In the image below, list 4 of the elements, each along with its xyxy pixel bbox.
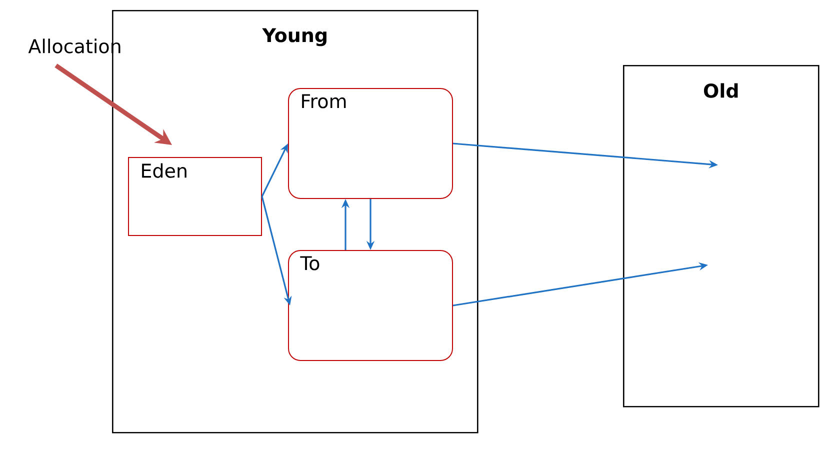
box: Eden bbox=[128, 157, 262, 236]
box: Old bbox=[623, 65, 820, 408]
rounded-box: From bbox=[288, 88, 453, 199]
rounded-box: To bbox=[288, 250, 453, 361]
